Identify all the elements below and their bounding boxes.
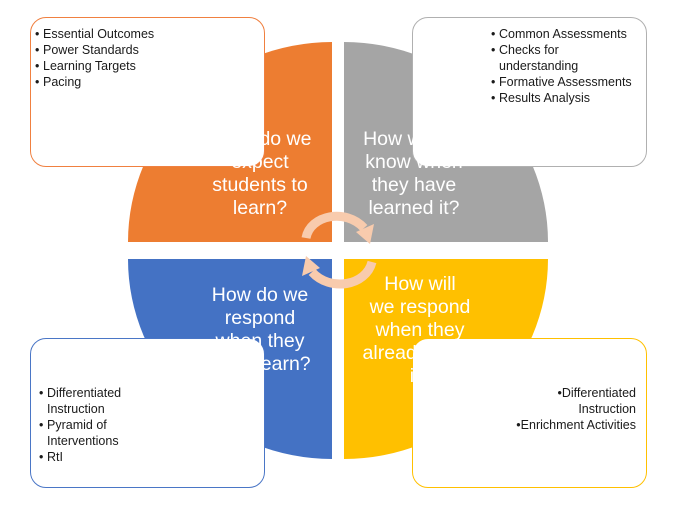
bullet-item: •Common Assessments (491, 27, 627, 41)
cycle-arrows-icon (301, 211, 377, 289)
question-bottom-left: How do we respond when they don't learn? (209, 284, 311, 375)
bullet-item: •Checks for understanding (491, 43, 579, 73)
question-top-left: What do we expect students to learn? (208, 128, 312, 219)
question-top-right: How will we know when they have learned … (363, 128, 465, 219)
bullet-item: •Results Analysis (491, 91, 591, 105)
bullet-item: •Enrichment Activities (516, 418, 636, 432)
bullet-item: •RtI (39, 450, 63, 464)
bullet-item: •Learning Targets (35, 59, 136, 73)
bullet-item: •Power Standards (35, 43, 139, 57)
bottom-right-bullet-box: •Differentiated Instruction •Enrichment … (412, 338, 647, 488)
bullet-item: •Pacing (35, 75, 82, 89)
bullet-item: •Essential Outcomes (35, 27, 155, 41)
bullet-item: •Differentiated Instruction (557, 386, 636, 416)
bullet-item: •Formative Assessments (491, 75, 632, 89)
top-right-bullet-box: •Common Assessments •Checks for understa… (412, 17, 647, 167)
top-left-bullet-box: •Essential Outcomes •Power Standards •Le… (30, 17, 265, 167)
bullet-item: •Pyramid of Interventions (39, 418, 119, 448)
question-bottom-right: How will we respond when they already kn… (362, 273, 478, 387)
bullet-item: •Differentiated Instruction (39, 386, 122, 416)
bottom-left-bullet-box: •Differentiated Instruction •Pyramid of … (30, 338, 265, 488)
